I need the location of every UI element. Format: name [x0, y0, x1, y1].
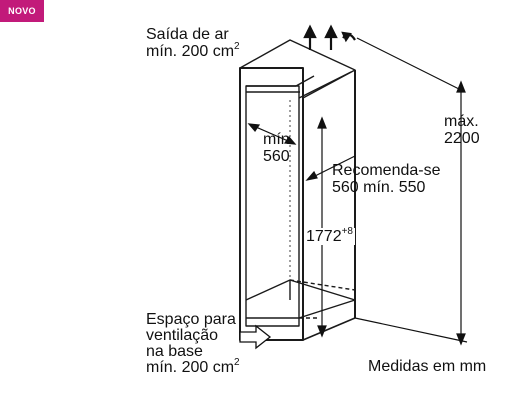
hidden-line-1 [289, 279, 356, 291]
niche-top-face [239, 39, 356, 99]
min-width-label-line2: 560 [263, 148, 290, 165]
recommend-label-line1: Recomenda-se [332, 162, 441, 179]
outlet-arrows [303, 24, 356, 50]
niche-height-sup: +8 [341, 226, 353, 237]
recommend-label-line2: 560 mín. 550 [332, 179, 426, 196]
dimension-depth [305, 155, 356, 181]
max-height-label-line2: 2200 [444, 130, 480, 147]
new-badge: NOVO [0, 0, 44, 22]
inlet-arrow-icon [239, 324, 272, 350]
max-height-label-line1: máx. [444, 113, 479, 130]
niche-height-label: 1772+8 [306, 226, 355, 245]
niche-inner-top [298, 71, 352, 99]
outlet-label-line2: mín. 200 cm2 [146, 41, 240, 61]
inlet-label-line3: na base [146, 343, 203, 360]
niche-top-back [295, 75, 315, 87]
outlet-label-line1: Saída de ar [146, 26, 229, 43]
min-width-label-line1: mín. [263, 131, 295, 148]
units-label: Medidas em mm [368, 358, 487, 375]
up-arrow-icon [303, 24, 317, 39]
inlet-label-line2: ventilação [146, 327, 219, 344]
outlet-label-sup: 2 [234, 41, 240, 52]
inlet-label-sup: 2 [234, 357, 240, 368]
base-recess-bottom [246, 299, 356, 319]
niche-inner-front [245, 85, 300, 327]
dimension-min-width [247, 123, 297, 145]
up-arrow-icon [324, 24, 338, 39]
inlet-label-line1: Espaço para [146, 311, 236, 328]
niche-bottom-edge [302, 317, 356, 341]
dimension-max-height [354, 37, 468, 346]
niche-front-edge [239, 67, 304, 341]
inlet-label-line4: mín. 200 cm2 [146, 357, 240, 377]
airflow-arrow-tip [341, 31, 352, 43]
base-recess-top [245, 279, 356, 301]
dimension-niche-height [317, 116, 327, 338]
